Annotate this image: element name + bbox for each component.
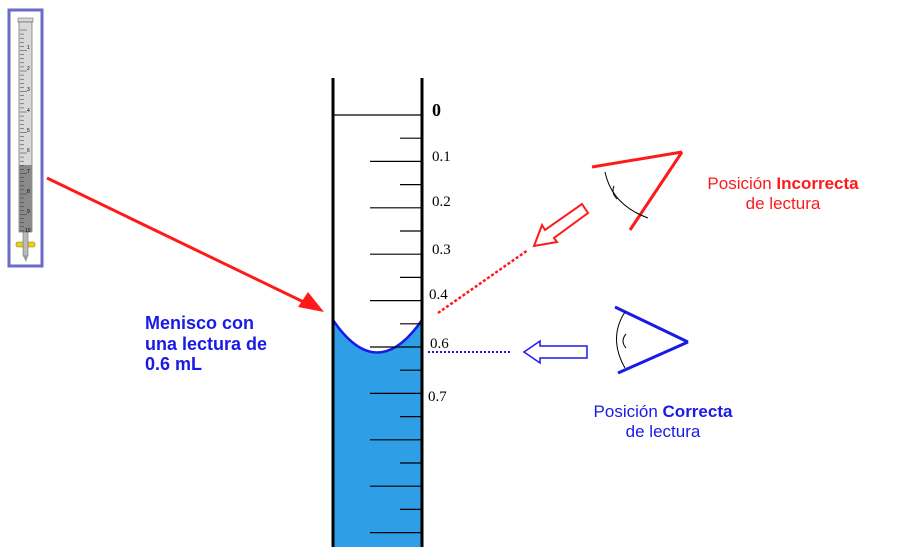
- burette-thumbnail: [7, 8, 44, 268]
- scale-label-0-3: 0.3: [432, 242, 451, 258]
- burette-label-5: 5: [27, 128, 30, 134]
- meniscus-note-line-1: Menisco con: [145, 313, 255, 333]
- meniscus-note: Menisco con una lectura de 0.6 mL: [145, 313, 325, 375]
- scale-label-0-1: 0.1: [432, 149, 451, 165]
- incorrect-position-prefix: Posición: [707, 174, 777, 193]
- incorrect-position-label: Posición Incorrecta de lectura: [668, 174, 898, 213]
- meniscus-note-line-2: una lectura de: [145, 333, 268, 354]
- correct-position-line-2: de lectura: [625, 421, 701, 441]
- incorrect-direction-arrow: [532, 202, 590, 248]
- burette-label-10: 10: [25, 228, 31, 234]
- incorrect-sight-line: [437, 248, 529, 315]
- burette-label-7: 7: [27, 169, 30, 175]
- correct-direction-arrow: [522, 339, 588, 365]
- zoom-pointer-arrowhead: [298, 292, 324, 312]
- scale-label-0-4: 0.4: [429, 287, 448, 303]
- correct-position-emphasis: Correcta: [662, 402, 733, 421]
- meniscus-curve: [331, 319, 424, 354]
- burette-label-6: 6: [27, 148, 30, 154]
- correct-position-label: Posición Correcta de lectura: [548, 402, 778, 441]
- burette-label-8: 8: [27, 189, 30, 195]
- scale-label-0-2: 0.2: [432, 194, 451, 210]
- liquid-column: [333, 320, 422, 547]
- incorrect-eye-icon: [591, 150, 684, 231]
- burette-label-2: 2: [27, 66, 30, 72]
- correct-position-prefix: Posición: [593, 402, 663, 421]
- burette-label-3: 3: [27, 87, 30, 93]
- zoom-pointer-line: [46, 176, 315, 309]
- meniscus-note-line-3: 0.6 mL: [145, 354, 203, 375]
- burette-label-1: 1: [27, 45, 30, 51]
- scale-label-0: 0: [432, 100, 441, 120]
- burette-label-9: 9: [27, 209, 30, 215]
- tube-graduations: [333, 114, 422, 534]
- scale-label-0-7: 0.7: [428, 389, 447, 405]
- burette-label-4: 4: [27, 108, 30, 114]
- correct-eye-icon: [614, 305, 689, 375]
- incorrect-position-line-2: de lectura: [745, 193, 821, 213]
- scale-label-0-6: 0.6: [430, 336, 449, 352]
- incorrect-position-emphasis: Incorrecta: [776, 174, 859, 193]
